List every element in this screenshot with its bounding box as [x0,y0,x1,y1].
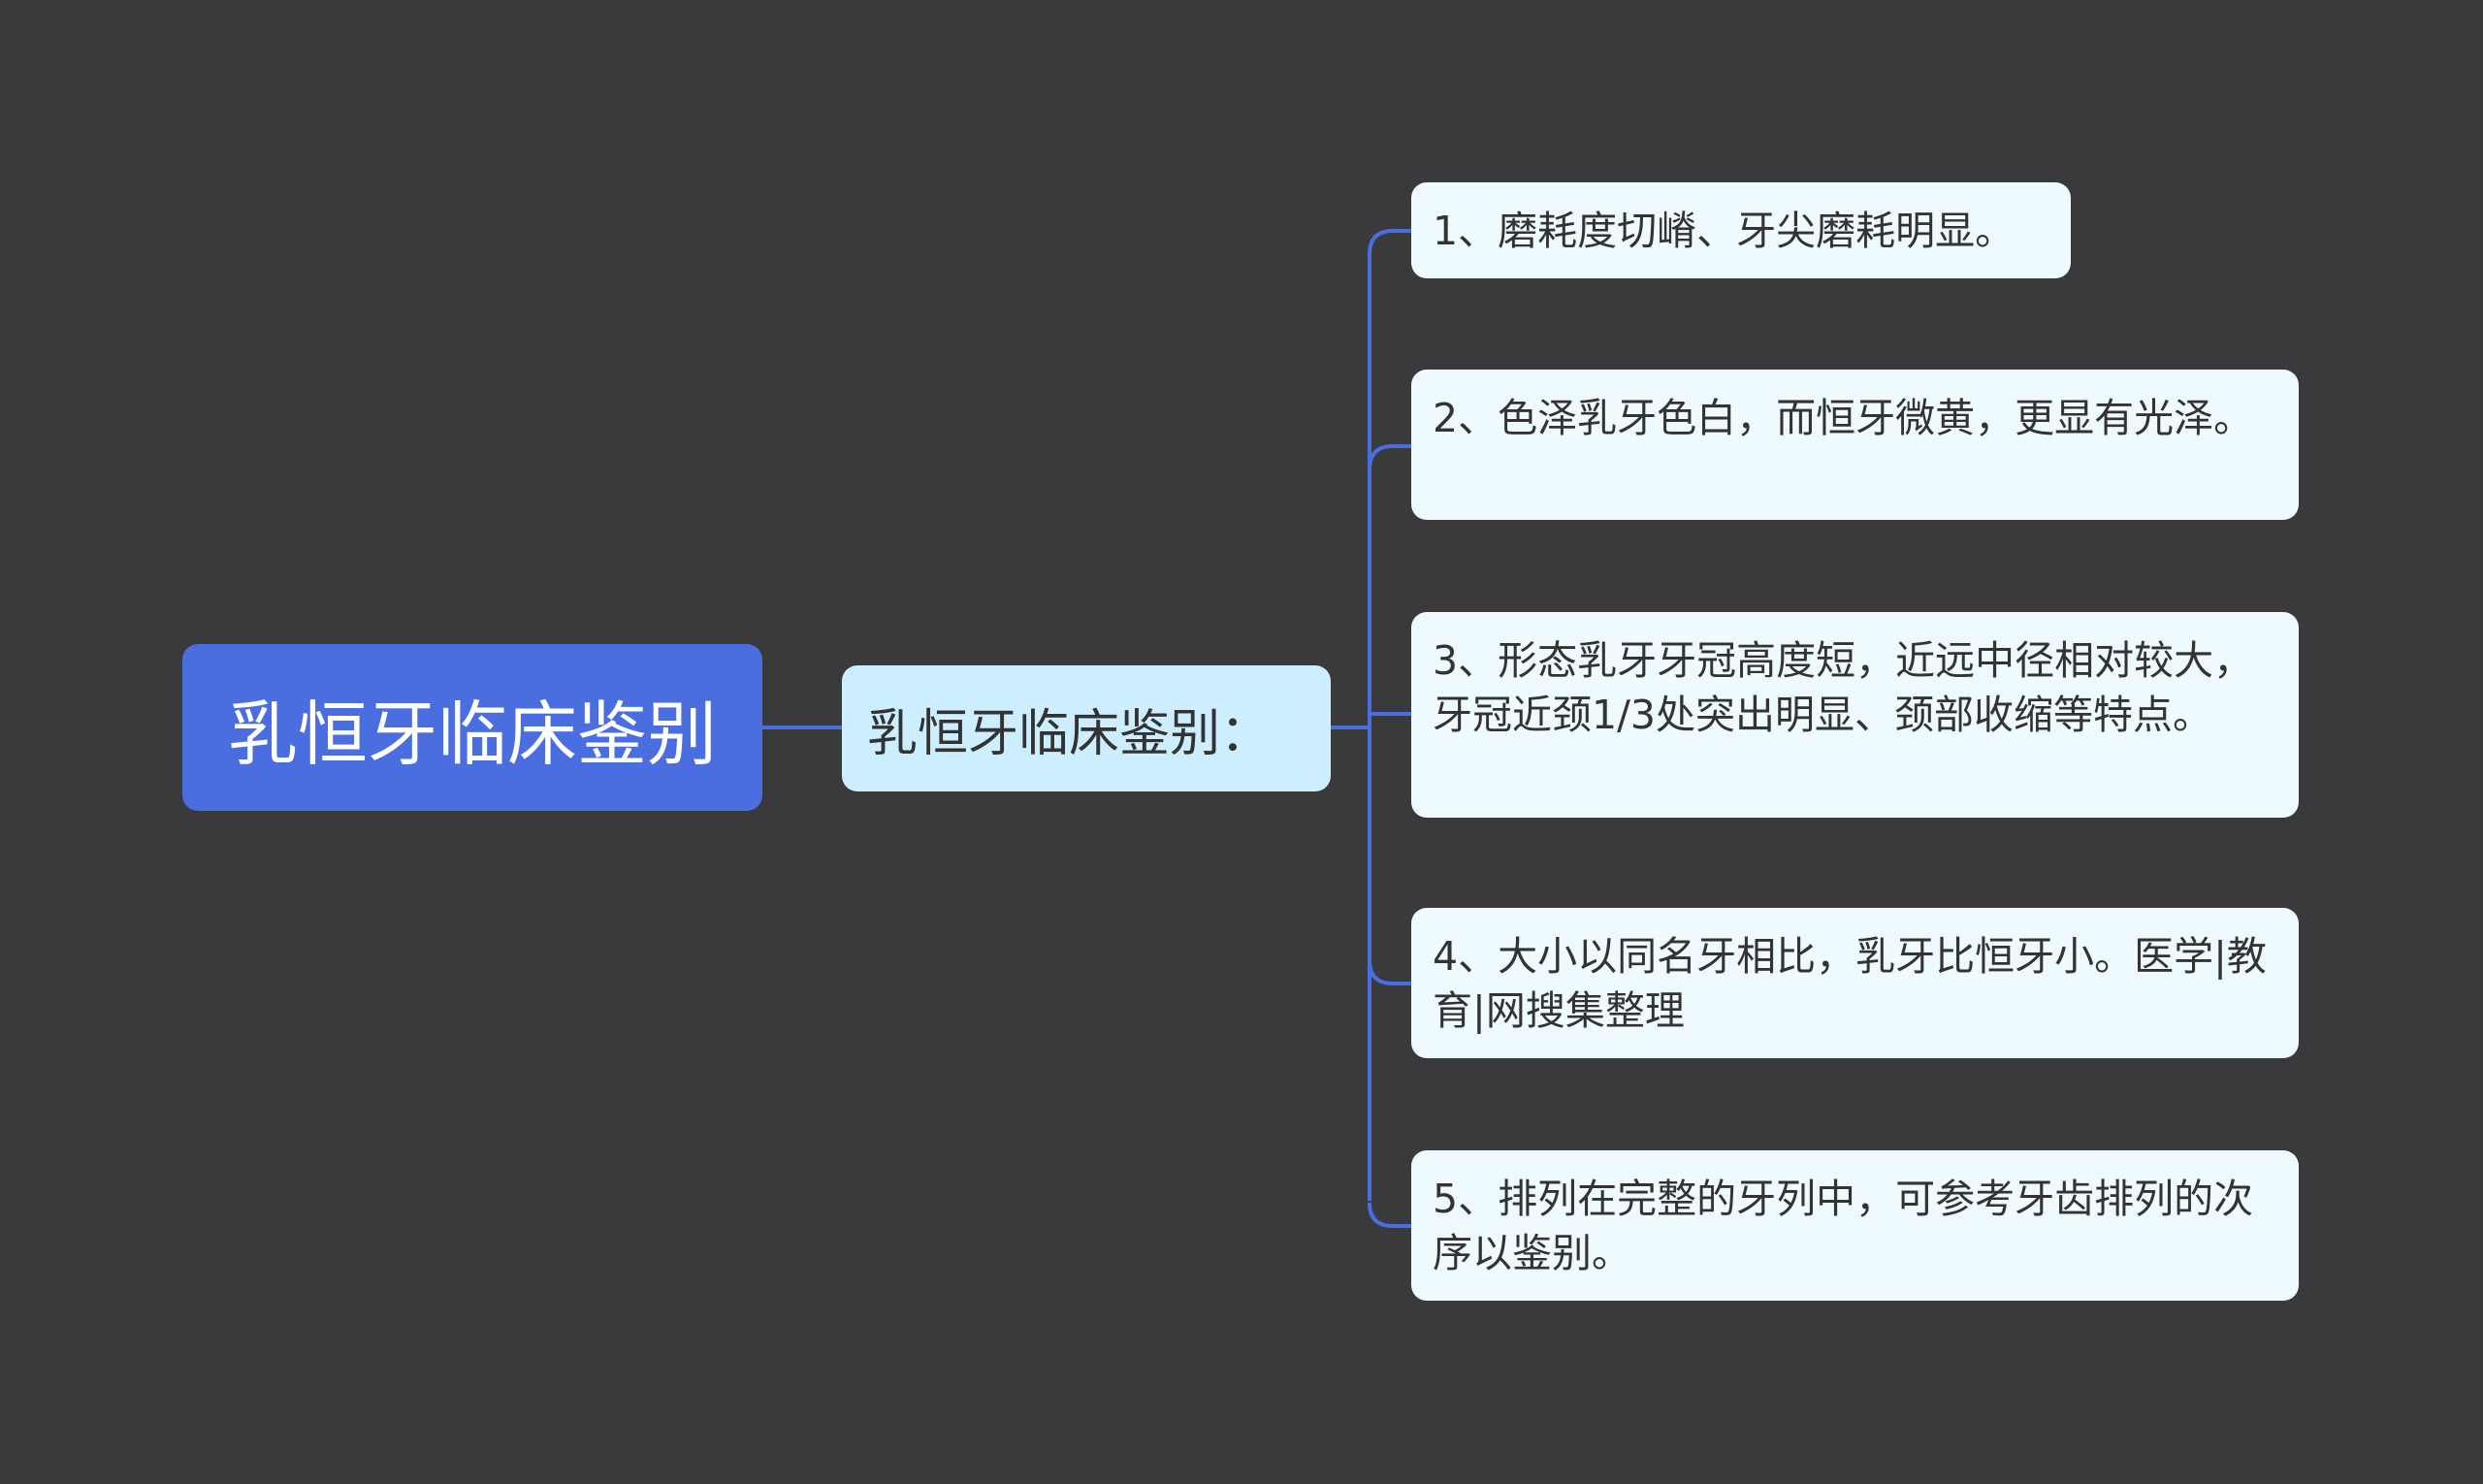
leaf-node-label: 3、形态乳牙牙冠高度短，近远中径相对较大，牙冠近颈1/3处突出明显、颈部收缩等特… [1433,637,2254,738]
connector-leaf-4 [1368,959,1411,985]
root-node-label: 乳恒牙临床鉴别 [227,693,717,775]
leaf-node-4[interactable]: 4、大小以同名牙相比，乳牙比恒牙小。医学|教育|网搜集整理 [1411,908,2299,1058]
leaf-node-5[interactable]: 5、排列在完整的牙列中，可参考牙齿排列的次序以鉴别。 [1411,1150,2299,1301]
leaf-node-3[interactable]: 3、形态乳牙牙冠高度短，近远中径相对较大，牙冠近颈1/3处突出明显、颈部收缩等特… [1411,612,2299,818]
connector-leaf-2 [1368,444,1411,470]
connector-leaf-1 [1368,229,1411,255]
connector-leaf-5 [1368,1202,1411,1228]
leaf-node-label: 4、大小以同名牙相比，乳牙比恒牙小。医学|教育|网搜集整理 [1433,933,2267,1034]
leaf-node-label: 2、色泽乳牙色白，而恒牙微黄，更显有光泽。 [1433,395,2254,441]
root-node[interactable]: 乳恒牙临床鉴别 [182,644,762,811]
leaf-node-2[interactable]: 2、色泽乳牙色白，而恒牙微黄，更显有光泽。 [1411,370,2299,520]
leaf-node-label: 5、排列在完整的牙列中，可参考牙齿排列的次序以鉴别。 [1433,1176,2254,1276]
branch-node-label: 乳恒牙临床鉴别： [867,704,1272,763]
leaf-node-label: 1、磨耗度切嵴、牙尖磨耗明显。 [1433,208,2015,254]
branch-node[interactable]: 乳恒牙临床鉴别： [842,665,1331,791]
leaf-node-1[interactable]: 1、磨耗度切嵴、牙尖磨耗明显。 [1411,182,2071,278]
